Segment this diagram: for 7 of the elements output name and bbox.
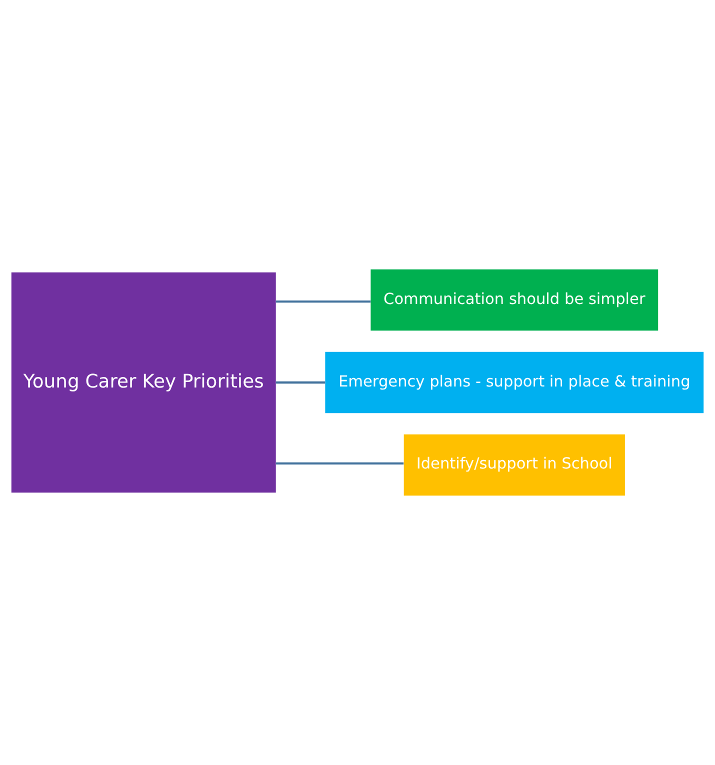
connector (276, 462, 404, 465)
node-box: Communication should be simpler (370, 269, 658, 331)
node-box: Identify/support in School (404, 434, 625, 496)
connector (276, 381, 326, 384)
node-box: Young Carer Key Priorities (11, 272, 276, 493)
node-box: Emergency plans - support in place & training (325, 352, 704, 414)
connector (276, 300, 371, 303)
